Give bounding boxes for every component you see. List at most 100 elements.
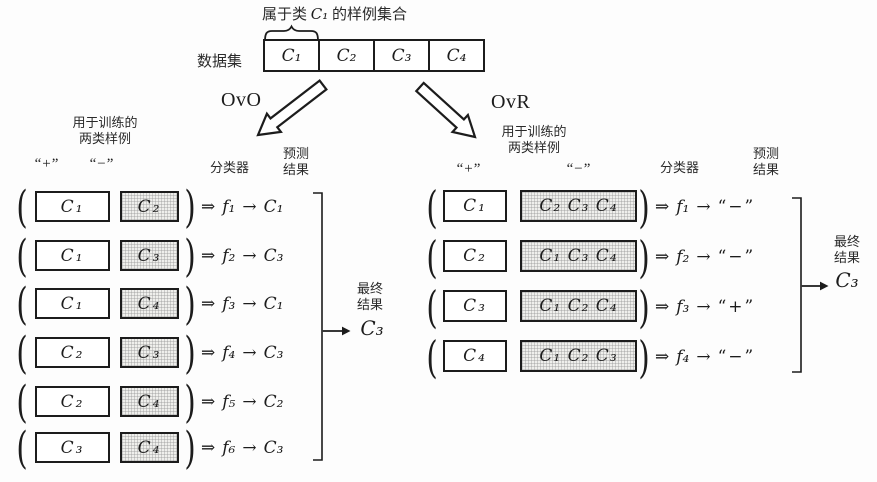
implies-icon: ⇒ [655,296,670,317]
open-paren: ( [16,327,28,379]
ovo-label: OvO [221,89,262,111]
prediction-result: C₃ [263,246,284,266]
classifier-name: f₄ [676,346,690,367]
close-paren: ) [184,422,196,474]
negative-class-box: C₃ [120,240,179,271]
prediction-result: “−” [717,346,756,367]
ovr-branch-arrow-icon [414,81,477,139]
implies-icon: ⇒ [201,343,216,363]
arrow-icon: → [242,392,257,412]
open-paren: ( [16,181,28,233]
open-paren: ( [16,230,28,282]
arrow-icon: → [242,197,257,217]
arrow-icon: → [242,438,257,458]
implies-icon: ⇒ [201,246,216,266]
row-sequence: ⇒ f₂ → “−” [655,239,755,274]
open-paren: ( [16,278,28,330]
arrow-icon: → [696,246,711,267]
ovo-row-6: ( C₃ C₄ ) ⇒ f₆ → C₃ [0,423,340,474]
close-paren: ) [638,181,650,232]
row-sequence: ⇒ f₃ → “+” [655,289,755,324]
arrow-icon: → [242,246,257,266]
ovo-row-3: ( C₁ C₄ ) ⇒ f₃ → C₁ [0,279,340,330]
prediction-result: C₃ [263,343,284,363]
brace-label-pre: 属于类 [262,7,311,23]
ovr-result-arrowhead-icon [820,281,829,291]
ovr-row-4: ( C₄ C₁ C₂ C₃ ) ⇒ f₄ → “−” [0,331,800,382]
close-paren: ) [184,230,196,282]
close-paren: ) [638,231,650,282]
dataset-cell-c2: C₂ [320,41,375,70]
positive-class-box: C₁ [35,240,110,271]
arrow-icon: → [696,346,711,367]
arrow-icon: → [696,296,711,317]
negative-class-box: C₂ C₃ C₄ [520,190,637,222]
negative-class-box: C₃ [120,337,179,368]
dataset-label: 数据集 [197,54,243,70]
ovr-row-2: ( C₂ C₁ C₃ C₄ ) ⇒ f₂ → “−” [0,231,800,282]
open-paren: ( [426,281,438,332]
classifier-name: f₃ [676,296,690,317]
arrow-icon: → [242,343,257,363]
prediction-result: C₃ [263,438,284,458]
ovo-result-arrowhead-icon [342,326,351,336]
ovo-branch-arrow-icon [256,79,328,137]
dataset-cell-c4: C₄ [446,45,467,66]
dataset-box: C₁ C₂ C₃ C₄ [263,39,485,72]
ovr-row-3: ( C₃ C₁ C₂ C₄ ) ⇒ f₃ → “+” [0,281,800,332]
ovr-train-header: 用于训练的 两类样例 [501,124,567,155]
classifier-name: f₁ [676,196,690,217]
arrow-icon: → [696,196,711,217]
prediction-result: C₂ [263,392,284,412]
prediction-result: C₁ [263,197,284,217]
ovo-row-1: ( C₁ C₂ ) ⇒ f₁ → C₁ [0,182,340,233]
ovo-prediction-header: 预测 结果 [282,146,309,177]
positive-class-box: C₂ [443,240,507,272]
brace-label-class: C₁ [310,5,329,23]
classifier-name: f₂ [222,246,236,266]
implies-icon: ⇒ [201,197,216,217]
dataset-cell-c3: C₃ [375,41,430,70]
implies-icon: ⇒ [655,346,670,367]
negative-class-box: C₁ C₂ C₄ [520,290,637,322]
ovr-final-value: C₃ [835,268,859,292]
dataset-cell-c1: C₁ [265,41,320,70]
row-sequence: ⇒ f₆ → C₃ [201,431,283,465]
positive-class-box: C₁ [443,190,507,222]
ovr-prediction-header: 预测 结果 [752,146,779,177]
ovo-negative-header: “−” [89,156,115,172]
close-paren: ) [184,278,196,330]
prediction-result: “−” [717,196,756,217]
close-paren: ) [184,376,196,428]
prediction-result: “+” [717,296,756,317]
classifier-name: f₂ [676,246,690,267]
positive-class-box: C₂ [35,386,110,417]
negative-class-box: C₄ [120,432,179,463]
negative-class-box: C₁ C₂ C₃ [520,340,637,372]
brace-label: 属于类 C₁ 的样例集合 [262,3,407,24]
open-paren: ( [426,181,438,232]
positive-class-box: C₂ [35,337,110,368]
ovo-classifier-header: 分类器 [210,160,250,175]
ovr-negative-header: “−” [566,161,592,177]
brace-icon [264,24,319,42]
close-paren: ) [638,281,650,332]
ovo-train-header: 用于训练的 两类样例 [72,115,138,146]
implies-icon: ⇒ [655,246,670,267]
positive-class-box: C₄ [443,340,507,372]
ovr-classifier-header: 分类器 [660,160,700,175]
positive-class-box: C₃ [443,290,507,322]
ovr-positive-header: “+” [456,161,482,177]
positive-class-box: C₃ [35,432,110,463]
open-paren: ( [426,231,438,282]
close-paren: ) [184,181,196,233]
classifier-name: f₃ [222,294,236,314]
row-sequence: ⇒ f₁ → “−” [655,189,755,224]
brace-label-post: 的样例集合 [328,7,408,23]
implies-icon: ⇒ [201,294,216,314]
negative-class-box: C₄ [120,386,179,417]
row-sequence: ⇒ f₄ → “−” [655,339,755,374]
implies-icon: ⇒ [201,392,216,412]
prediction-result: “−” [717,246,756,267]
